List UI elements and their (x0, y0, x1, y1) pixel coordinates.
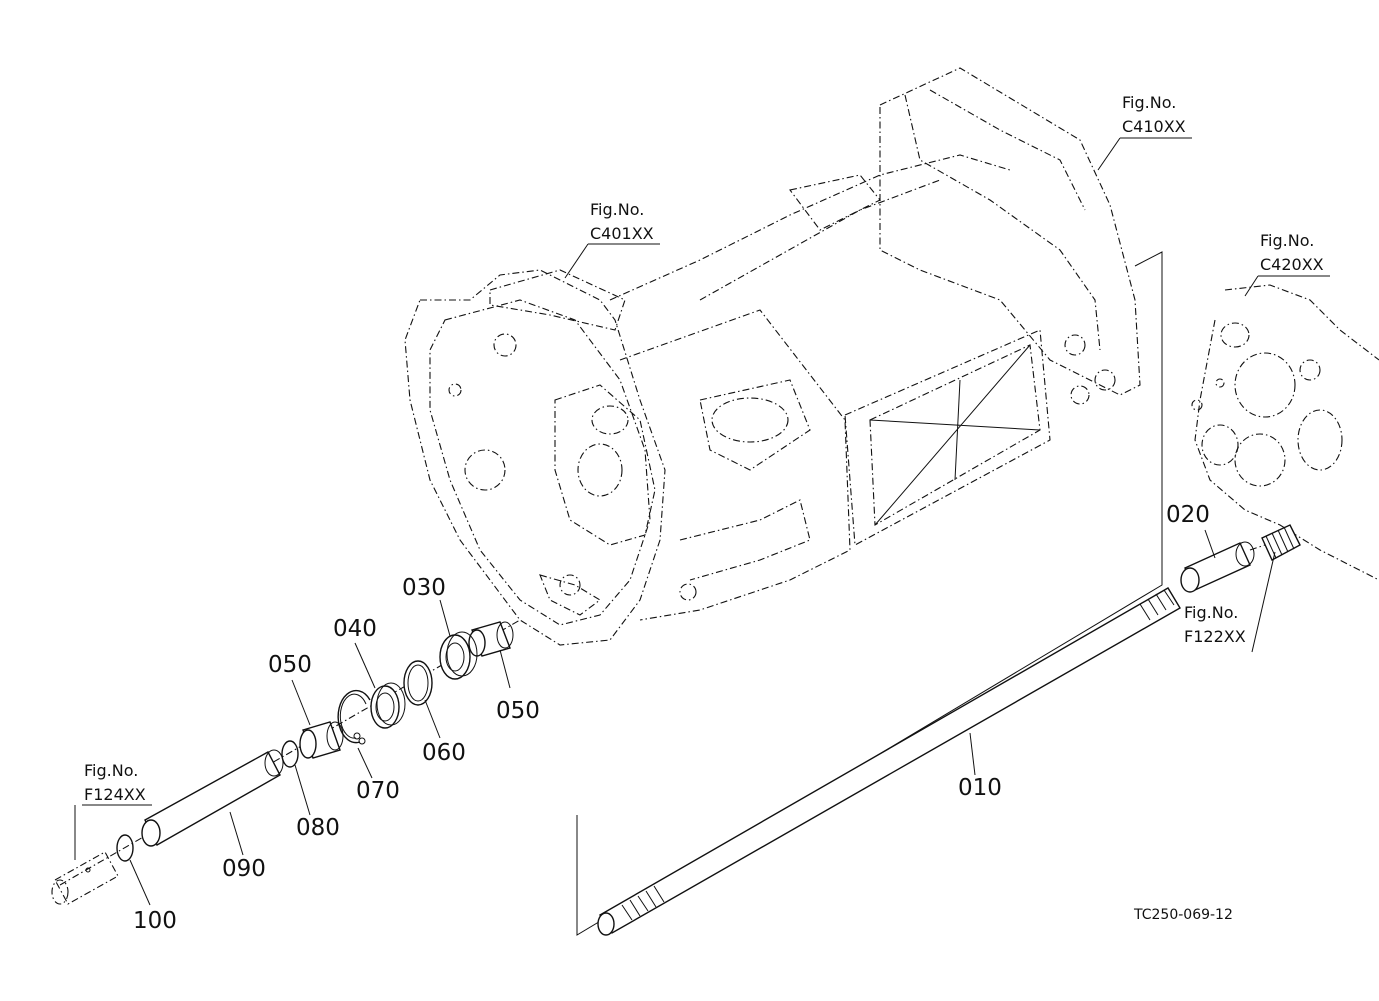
leader-030 (439, 599, 451, 637)
leader-080 (294, 764, 311, 816)
assembly-axis-line (59, 619, 521, 886)
leader-c401 (564, 243, 589, 279)
snap-ring (337, 689, 371, 745)
part-number-020: 020 (1166, 502, 1210, 528)
leader-060 (424, 699, 441, 739)
part-number-060: 060 (422, 740, 466, 766)
fig-ref-c420-line2: C420XX (1260, 255, 1324, 274)
leader-070 (357, 747, 373, 779)
part-number-070: 070 (356, 778, 400, 804)
fig-ref-c401-line2: C401XX (590, 224, 654, 243)
leader-020 (1204, 529, 1216, 559)
oil-seal (370, 682, 406, 729)
leader-f122 (1251, 551, 1276, 653)
o-ring-100 (116, 834, 134, 862)
leader-050-right (499, 649, 511, 689)
part-number-010: 010 (958, 775, 1002, 801)
fig-ref-c410-line1: Fig.No. (1122, 93, 1176, 112)
reference-coupling (51, 851, 119, 905)
leader-090 (229, 811, 244, 856)
spacer-ring (403, 660, 433, 706)
leader-050-left (291, 679, 311, 726)
shaft-collar (1180, 541, 1255, 593)
fig-ref-c401-line1: Fig.No. (590, 200, 644, 219)
leader-100 (129, 859, 151, 906)
fig-ref-c410-line2: C410XX (1122, 117, 1186, 136)
leader-040 (354, 642, 376, 689)
leader-c420 (1244, 275, 1259, 297)
drawing-code: TC250-069-12 (1133, 907, 1233, 923)
rear-case-partial (1191, 284, 1379, 581)
part-number-090: 090 (222, 856, 266, 882)
transmission-case-outline (404, 67, 1141, 646)
sleeve-left (299, 721, 344, 759)
part-number-040: 040 (333, 616, 377, 642)
fig-ref-f124-line2: F124XX (84, 785, 146, 804)
parts-group-frame (576, 251, 1163, 936)
fig-ref-f122-line2: F122XX (1184, 627, 1246, 646)
part-number-080: 080 (296, 815, 340, 841)
leader-c410 (1097, 137, 1121, 171)
fig-ref-c420-line1: Fig.No. (1260, 231, 1314, 250)
ball-bearing (439, 631, 478, 680)
main-shaft (597, 587, 1181, 936)
part-number-030: 030 (402, 575, 446, 601)
part-number-100: 100 (133, 908, 177, 934)
fig-ref-f124-line1: Fig.No. (84, 761, 138, 780)
part-number-050-left: 050 (268, 652, 312, 678)
fig-ref-f122-line1: Fig.No. (1184, 603, 1238, 622)
sleeve-right (468, 621, 514, 657)
leader-010 (969, 732, 976, 776)
axis-line-020 (1249, 544, 1266, 551)
pipe (141, 749, 284, 847)
part-number-050-right: 050 (496, 698, 540, 724)
o-ring-080 (281, 740, 299, 768)
